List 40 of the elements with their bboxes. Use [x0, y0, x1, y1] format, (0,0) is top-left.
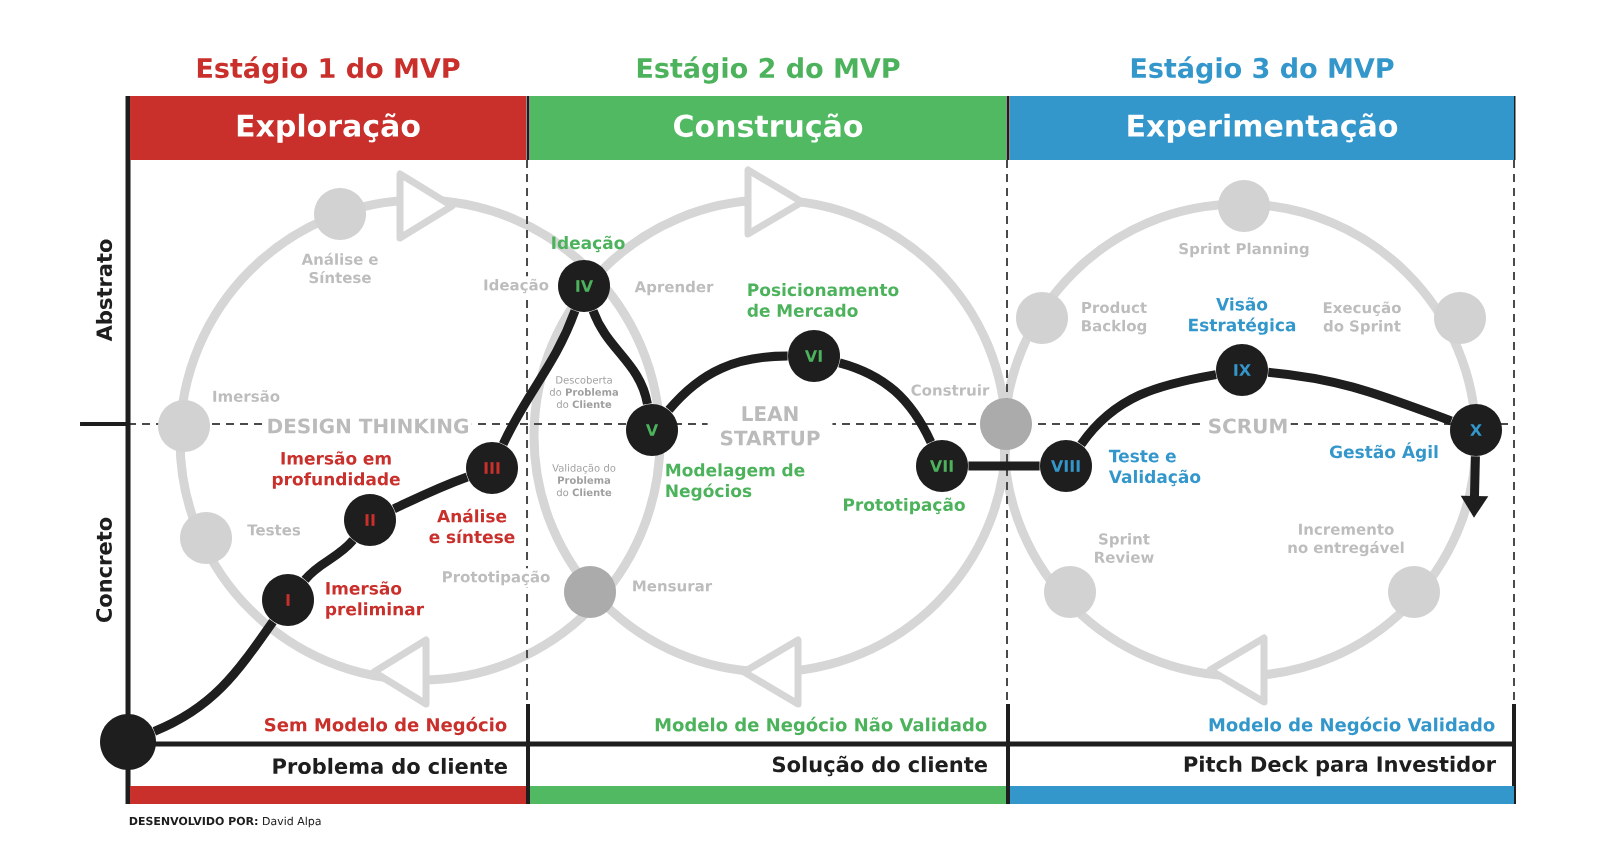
axis-label: Concreto	[96, 517, 112, 623]
status-label: Sem Modelo de Negócio	[265, 716, 507, 736]
connector-line	[1267, 367, 1453, 426]
milestone-label: Imersão preliminar	[326, 581, 424, 619]
cycle-title: DESIGN THINKING	[264, 416, 472, 436]
connector-line	[968, 461, 1040, 471]
stage-band: Experimentação	[1010, 96, 1514, 160]
start-dot	[100, 714, 156, 770]
cycle-title: SCRUM	[1205, 416, 1291, 436]
node-label: Solução do cliente	[772, 755, 987, 777]
connector-line	[588, 309, 652, 406]
outcome-box: Solução do cliente	[530, 755, 1006, 804]
outcome-box: Problema do cliente	[130, 757, 526, 804]
milestone-label: Prototipação	[844, 497, 965, 515]
axis-label: Abstrato	[95, 239, 113, 342]
milestone-label: Visão Estratégica	[1189, 297, 1296, 335]
connector-line	[301, 537, 357, 583]
connector-line	[499, 309, 580, 447]
milestone-label: Imersão em profundidade	[272, 451, 400, 489]
cycle-title: LEAN STARTUP	[707, 403, 833, 448]
milestone-label: Modelagem de Negócios	[666, 463, 805, 501]
stage-band: Exploração	[130, 96, 526, 160]
node-label: Problema do cliente	[273, 757, 507, 775]
node-label: Pitch Deck para Investidor	[1184, 755, 1496, 777]
status-label: Modelo de Negócio Validado	[1209, 716, 1495, 736]
status-label: Modelo de Negócio Não Validado	[655, 716, 987, 736]
stage-title: Estágio 1 do MVP	[197, 56, 460, 84]
connector-line	[838, 358, 935, 445]
stage-title: Estágio 2 do MVP	[637, 56, 900, 84]
connector-line	[665, 351, 788, 413]
stage-band: Construção	[530, 96, 1006, 160]
milestone-label: Posicionamento de Mercado	[747, 283, 899, 317]
stage-title: Estágio 3 do MVP	[1131, 56, 1394, 84]
milestone-label: Análise e síntese	[429, 508, 515, 544]
milestone-label: Gestão Ágil	[1329, 442, 1438, 462]
outcome-box: Pitch Deck para Investidor	[1010, 755, 1514, 804]
milestone-label: Teste e Validação	[1108, 449, 1201, 487]
connector-line	[1077, 370, 1217, 448]
milestone-label: Ideação	[552, 235, 625, 253]
connector-line	[152, 619, 277, 736]
